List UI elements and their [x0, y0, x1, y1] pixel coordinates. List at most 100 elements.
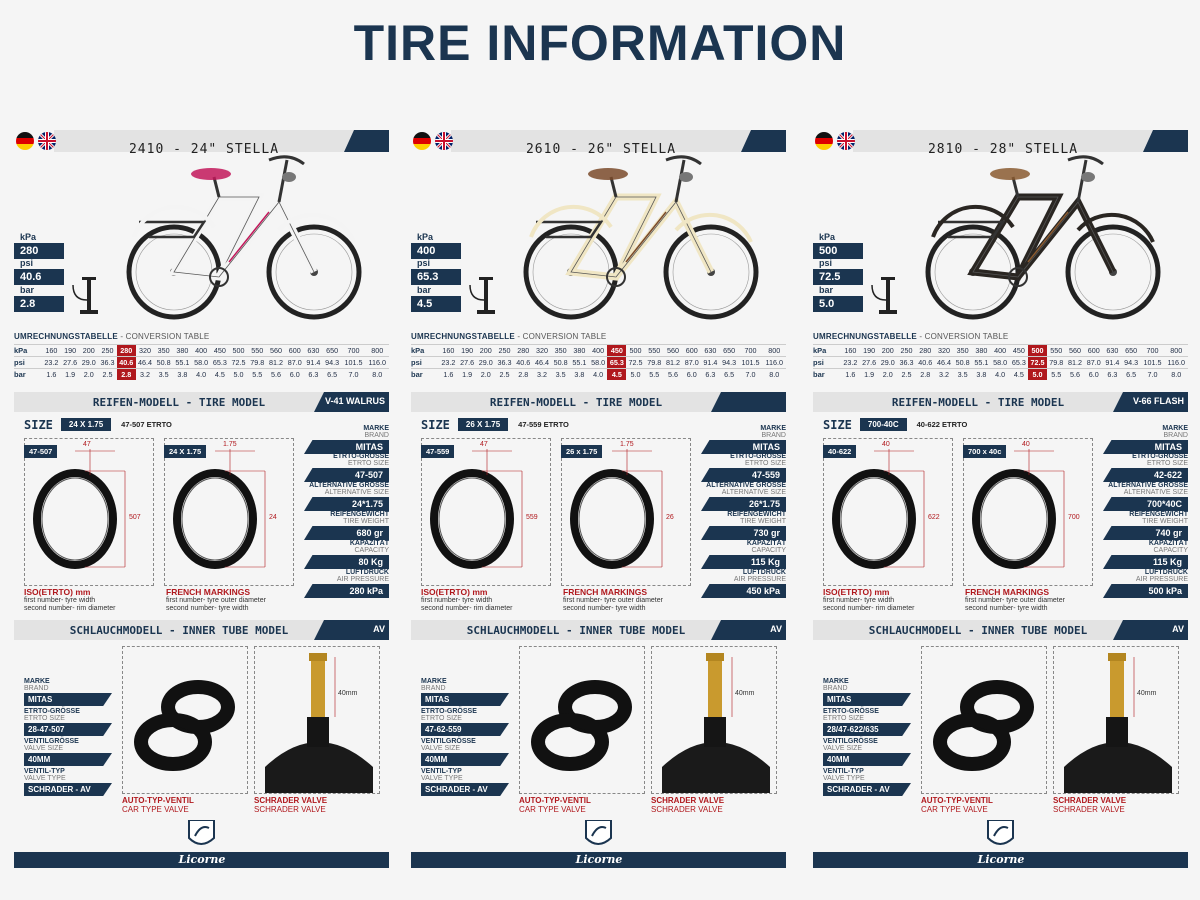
conversion-title-de: UMRECHNUNGSTABELLE	[411, 332, 515, 341]
conversion-cell: 4.0	[588, 368, 608, 380]
conversion-cell: 400	[990, 344, 1010, 357]
valve-length: 40mm	[338, 690, 358, 697]
conversion-cell: 116.0	[762, 356, 786, 369]
inner-tube-image	[921, 646, 1047, 794]
spec-value: 115 Kg	[701, 555, 786, 569]
valve-length: 40mm	[1137, 690, 1157, 697]
conversion-cell: 650	[322, 344, 342, 357]
conversion-cell: 500	[626, 344, 645, 357]
tire-width-value: 40	[1022, 441, 1030, 448]
city-bike-icon	[925, 155, 1161, 320]
conversion-cell: 3.5	[953, 368, 973, 380]
conversion-cell: 5.6	[663, 368, 683, 380]
spec-label-de: MARKE	[363, 425, 389, 432]
conversion-cell: 50.8	[953, 356, 973, 369]
conversion-title: UMRECHNUNGSTABELLE - CONVERSION TABLE	[411, 332, 606, 341]
unicorn-shield-icon	[987, 820, 1014, 845]
conversion-cell: 5.0	[229, 368, 248, 380]
conversion-cell: 550	[247, 344, 267, 357]
tube-label-en: BRAND	[823, 685, 848, 692]
conversion-cell: 500	[1028, 344, 1047, 357]
schrader-en: SCHRADER VALVE	[1053, 805, 1125, 814]
conversion-cell: 3.2	[135, 368, 155, 380]
conversion-cell: 27.6	[60, 356, 80, 369]
spec-label-en: TIRE WEIGHT	[1142, 518, 1188, 525]
conversion-cell: 27.6	[457, 356, 477, 369]
conversion-cell: 450	[607, 344, 627, 357]
brand-name: Licorne	[971, 852, 1031, 867]
tube-label-de: MARKE	[24, 678, 50, 685]
french-caption-title: FRENCH MARKINGS	[563, 587, 648, 597]
conversion-cell: 650	[1121, 344, 1141, 357]
conversion-cell: 6.5	[719, 368, 739, 380]
conversion-cell: 2.0	[878, 368, 898, 380]
pressure-value: 280	[14, 243, 64, 259]
conversion-cell: 3.8	[173, 368, 192, 380]
spec-label-de: ETRTO-GRÖSSE	[1132, 453, 1188, 460]
tube-label-en: BRAND	[24, 685, 49, 692]
conversion-cell: 350	[551, 344, 571, 357]
conversion-cell: 65.3	[607, 356, 627, 369]
conversion-cell: 79.8	[644, 356, 664, 369]
conversion-cell: 600	[682, 344, 702, 357]
conversion-cell: 3.8	[972, 368, 991, 380]
city-bike-icon	[523, 155, 759, 320]
conversion-cell: 6.5	[322, 368, 342, 380]
conversion-cell: 94.3	[322, 356, 342, 369]
spec-label-de: LUFTDRUCK	[742, 569, 786, 576]
conversion-cell: 29.0	[79, 356, 99, 369]
tube-value: 40MM	[421, 753, 509, 766]
conversion-title-en: - CONVERSION TABLE	[120, 332, 210, 341]
iso-caption-title: ISO(ETRTO) mm	[421, 587, 488, 597]
conversion-cell: 280	[915, 344, 935, 357]
conversion-cell: 550	[644, 344, 664, 357]
spec-label-en: CAPACITY	[354, 547, 390, 554]
conversion-cell: 50.8	[551, 356, 571, 369]
flag-icons	[411, 130, 457, 152]
conversion-cell: 2.8	[915, 368, 935, 380]
spec-value: 80 Kg	[304, 555, 389, 569]
conversion-cell: 8.0	[365, 368, 389, 380]
conversion-cell: 81.2	[1065, 356, 1085, 369]
conversion-cell: 190	[859, 344, 879, 357]
spec-value: 280 kPa	[304, 584, 389, 598]
pressure-label: bar	[417, 285, 432, 295]
conversion-cell: 2.8	[513, 368, 533, 380]
tube-label-de: ETRTO-GRÖSSE	[421, 708, 477, 715]
conversion-cell: 5.6	[1065, 368, 1085, 380]
tire-size-label: 26 x 1.75	[561, 445, 603, 458]
spec-label-de: REIFENGEWICHT	[727, 511, 786, 518]
conversion-cell: 46.4	[934, 356, 954, 369]
tire-model-title: REIFEN-MODELL - TIRE MODEL	[92, 396, 266, 409]
tube-label-en: VALVE SIZE	[421, 745, 461, 752]
conversion-cell: 320	[135, 344, 155, 357]
conversion-cell: 36.3	[897, 356, 916, 369]
tube-label-en: ETRTO SIZE	[421, 715, 462, 722]
conversion-cell: 6.3	[304, 368, 323, 380]
conversion-cell: 101.5	[341, 356, 366, 369]
conversion-cell: 6.3	[1103, 368, 1122, 380]
inner-tube-icon	[531, 680, 632, 771]
spec-value: MITAS	[304, 440, 389, 454]
spec-label-de: MARKE	[1162, 425, 1188, 432]
bike-image	[918, 142, 1168, 342]
spec-value: 26*1.75	[701, 497, 786, 511]
tire-width-value: 1.75	[620, 441, 634, 448]
conversion-cell: 4.0	[990, 368, 1010, 380]
conversion-cell: 630	[701, 344, 720, 357]
inner-tube-icon	[933, 680, 1034, 771]
